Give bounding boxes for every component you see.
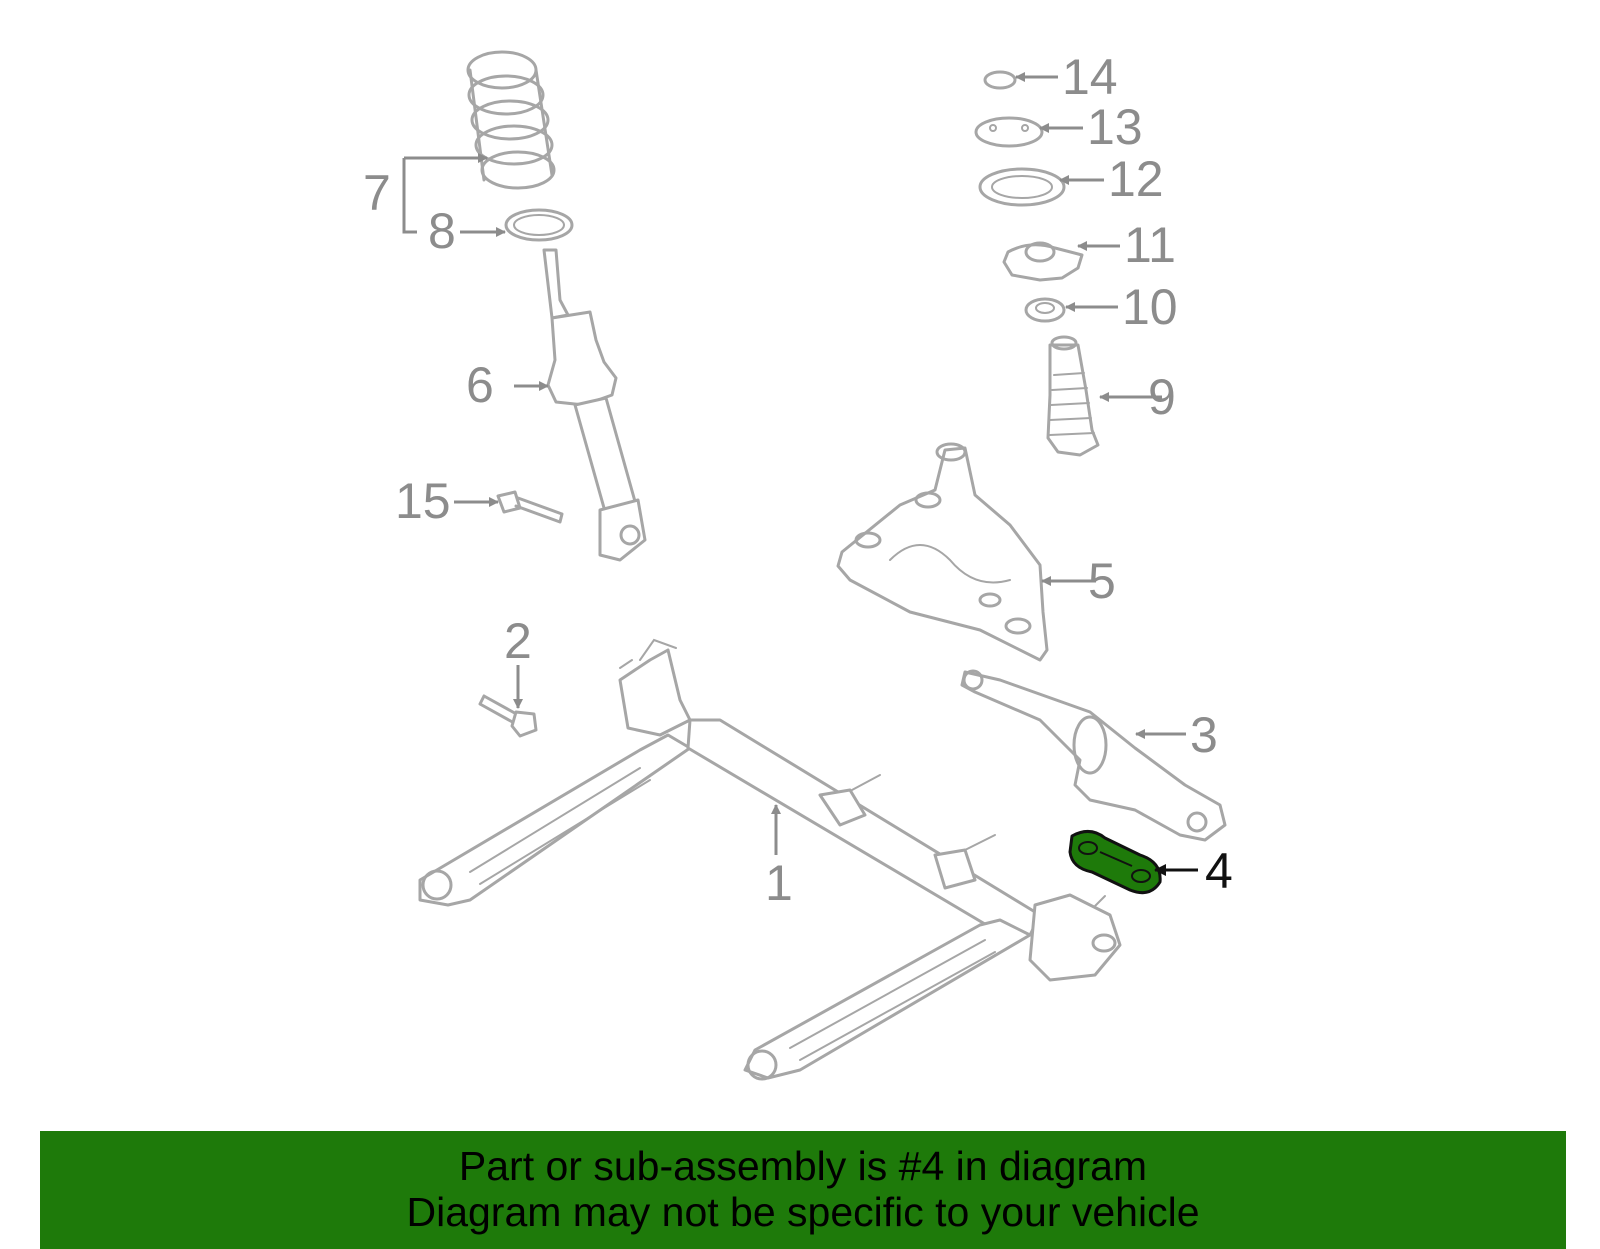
coil-spring [466, 50, 556, 190]
spring-insulator [504, 208, 574, 242]
banner-line-1: Part or sub-assembly is #4 in diagram [458, 1143, 1148, 1189]
callout-15: 15 [395, 473, 451, 529]
callout-12: 12 [1108, 151, 1164, 207]
strut-mount-bracket [836, 442, 1049, 662]
rear-axle-beam [418, 638, 1122, 1081]
lower-control-arm [960, 669, 1227, 842]
callout-10: 10 [1122, 279, 1178, 335]
callout-14: 14 [1062, 49, 1118, 105]
callout-13: 13 [1087, 99, 1143, 155]
lateral-link-highlighted [1068, 830, 1162, 895]
banner-line-2: Diagram may not be specific to your vehi… [406, 1189, 1200, 1235]
axle-bolt [478, 694, 538, 738]
suspension-diagram: 7 8 6 15 2 1 5 3 4 9 10 11 12 13 14 [363, 49, 1233, 1081]
info-banner: Part or sub-assembly is #4 in diagram Di… [40, 1131, 1566, 1249]
callout-6: 6 [466, 357, 494, 413]
shock-bolt [496, 490, 564, 524]
callout-3: 3 [1190, 707, 1218, 763]
callout-2: 2 [504, 613, 532, 669]
callout-11: 11 [1124, 217, 1176, 273]
callout-5: 5 [1088, 553, 1116, 609]
callout-1: 1 [765, 855, 793, 911]
callout-7: 7 [363, 165, 391, 221]
callout-8: 8 [428, 203, 456, 259]
leader-lines [402, 72, 1198, 876]
shock-absorber [542, 248, 647, 562]
callout-4: 4 [1205, 843, 1233, 899]
callout-9: 9 [1148, 369, 1176, 425]
